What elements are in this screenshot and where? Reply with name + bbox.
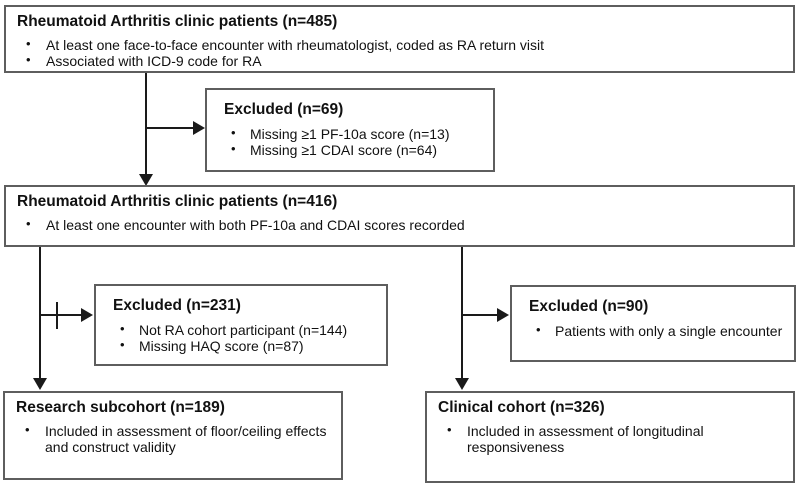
arrowhead-right-to-excluded-69 [193, 121, 205, 135]
flow-box-cohort-416: Rheumatoid Arthritis clinic patients (n=… [4, 185, 795, 247]
box-title: Clinical cohort (n=326) [438, 399, 605, 416]
flow-box-excluded-90: Excluded (n=90) Patients with only a sin… [510, 285, 796, 362]
flow-box-cohort-485: Rheumatoid Arthritis clinic patients (n=… [4, 5, 795, 73]
bullet-list: Included in assessment of floor/ceiling … [5, 422, 341, 455]
bullet-list: Included in assessment of longitudinal r… [427, 422, 793, 455]
bullet-list: Not RA cohort participant (n=144) Missin… [96, 321, 386, 354]
bullet-item: At least one face-to-face encounter with… [6, 36, 785, 53]
bullet-item: Included in assessment of floor/ceiling … [5, 422, 333, 455]
bullet-item: Missing HAQ score (n=87) [96, 337, 378, 354]
connector-right-vertical [461, 247, 463, 379]
flow-box-excluded-69: Excluded (n=69) Missing ≥1 PF-10a score … [205, 88, 495, 172]
bullet-list: Missing ≥1 PF-10a score (n=13) Missing ≥… [207, 125, 493, 158]
bullet-item: Not RA cohort participant (n=144) [96, 321, 378, 338]
box-title: Excluded (n=90) [529, 298, 649, 315]
arrowhead-down-to-clinical [455, 378, 469, 390]
arrowhead-right-to-excluded-231 [81, 308, 93, 322]
flow-box-research-subcohort: Research subcohort (n=189) Included in a… [3, 391, 343, 480]
bullet-item: Included in assessment of longitudinal r… [427, 422, 785, 455]
flow-box-clinical-cohort: Clinical cohort (n=326) Included in asse… [425, 391, 795, 483]
connector-right-branch [462, 314, 498, 316]
connector-left-branch [40, 314, 82, 316]
bullet-list: At least one face-to-face encounter with… [6, 36, 793, 69]
box-title: Research subcohort (n=189) [16, 399, 225, 416]
box-title: Rheumatoid Arthritis clinic patients (n=… [17, 193, 338, 210]
box-title: Excluded (n=231) [113, 297, 241, 314]
arrowhead-down-to-cohort-416 [139, 174, 153, 186]
box-title: Rheumatoid Arthritis clinic patients (n=… [17, 13, 338, 30]
connector-left-vertical [39, 247, 41, 379]
bullet-list: Patients with only a single encounter [512, 322, 794, 339]
bullet-item: Missing ≥1 PF-10a score (n=13) [207, 125, 485, 142]
bullet-item: Missing ≥1 CDAI score (n=64) [207, 141, 485, 158]
tick-mark [56, 302, 58, 329]
connector-top-vertical [145, 73, 147, 175]
box-title: Excluded (n=69) [224, 101, 344, 118]
connector-top-branch [146, 127, 194, 129]
arrowhead-right-to-excluded-90 [497, 308, 509, 322]
arrowhead-down-to-research [33, 378, 47, 390]
bullet-item: Associated with ICD-9 code for RA [6, 52, 785, 69]
bullet-item: At least one encounter with both PF-10a … [6, 216, 785, 233]
flow-box-excluded-231: Excluded (n=231) Not RA cohort participa… [94, 284, 388, 366]
bullet-item: Patients with only a single encounter [512, 322, 786, 339]
bullet-list: At least one encounter with both PF-10a … [6, 216, 793, 233]
